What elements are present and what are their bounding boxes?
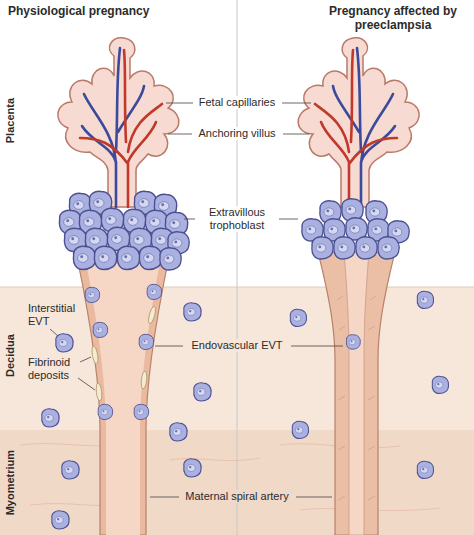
panel-heading: Physiological pregnancy [6, 4, 151, 18]
callout-label: Maternal spiral artery [183, 490, 290, 503]
panel-divider [237, 0, 238, 535]
callout-label: Endovascular EVT [189, 339, 284, 352]
region-label: Placenta [4, 95, 17, 144]
panel-heading: Pregnancy affected by preeclampsia [318, 4, 468, 33]
trophoblast-cluster [59, 191, 189, 270]
anchoring-villus [298, 38, 419, 207]
region-label: Myometrium [4, 447, 17, 516]
interstitial-cells [42, 291, 449, 529]
spiral-artery-physiological [78, 262, 168, 535]
callout-label: Extravillous trophoblast [197, 206, 277, 232]
callout-label: Interstitial EVT [26, 302, 88, 328]
callout-label: Fetal capillaries [197, 96, 277, 109]
region-label: Decidua [3, 332, 16, 379]
trophoblast-cluster [302, 199, 409, 259]
leader-lines [50, 103, 343, 497]
anchoring-villus [58, 38, 179, 207]
spiral-artery-preeclampsia [318, 252, 395, 535]
callout-label: Anchoring villus [196, 127, 277, 140]
callout-label: Fibrinoid deposits [26, 356, 88, 382]
